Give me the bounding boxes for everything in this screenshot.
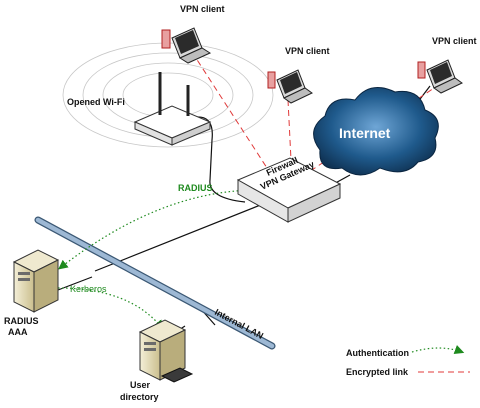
- user-directory-label-line2: directory: [120, 392, 159, 402]
- kerberos-auth-link: [57, 287, 164, 330]
- radius-server-label-line1: RADIUS: [4, 316, 39, 326]
- legend-authentication-label: Authentication: [346, 348, 409, 358]
- radius-server-label-line2: AAA: [8, 327, 28, 337]
- firewall-gateway-icon: Firewall VPN Gateway: [236, 155, 342, 223]
- legend-authentication-swatch: [411, 345, 465, 355]
- lan-to-gateway-cable: [94, 197, 279, 272]
- wifi-router-icon: [133, 72, 212, 146]
- authentication-links: [57, 189, 259, 330]
- vpn-client-top-label: VPN client: [180, 4, 225, 14]
- firewall-shield-icon: [267, 71, 276, 89]
- laptop-icon: [267, 69, 313, 104]
- user-directory-label-line1: User: [130, 380, 151, 390]
- firewall-shield-icon: [417, 61, 426, 79]
- router-to-gateway-cable: [189, 116, 246, 203]
- wifi-label: Opened Wi-Fi: [67, 97, 125, 107]
- internet-label: Internet: [339, 125, 391, 141]
- server-icon: [12, 249, 60, 313]
- firewall-shield-icon: [161, 29, 171, 49]
- encrypted-link-top-client: [191, 51, 279, 186]
- laptop-icon: [417, 59, 463, 94]
- encrypted-link-mid-client: [287, 99, 293, 181]
- internet-cloud: Internet: [313, 87, 439, 176]
- internal-lan-label: Internal LAN: [213, 307, 265, 341]
- legend: Authentication Encrypted link: [346, 345, 470, 377]
- vpn-client-mid-label: VPN client: [285, 46, 330, 56]
- radius-auth-link: [58, 189, 259, 270]
- legend-encrypted-label: Encrypted link: [346, 367, 409, 377]
- internal-lan-bar: [34, 216, 276, 350]
- vpn-client-right-label: VPN client: [432, 36, 477, 46]
- cloud-icon: [313, 87, 439, 176]
- radius-to-lan-cable: [57, 276, 93, 291]
- radius-link-label: RADIUS: [178, 183, 213, 193]
- server-icon: [138, 319, 194, 383]
- laptop-icon: [161, 27, 212, 64]
- keyboard-icon: [160, 367, 194, 383]
- kerberos-link-label: Kerberos: [70, 284, 107, 294]
